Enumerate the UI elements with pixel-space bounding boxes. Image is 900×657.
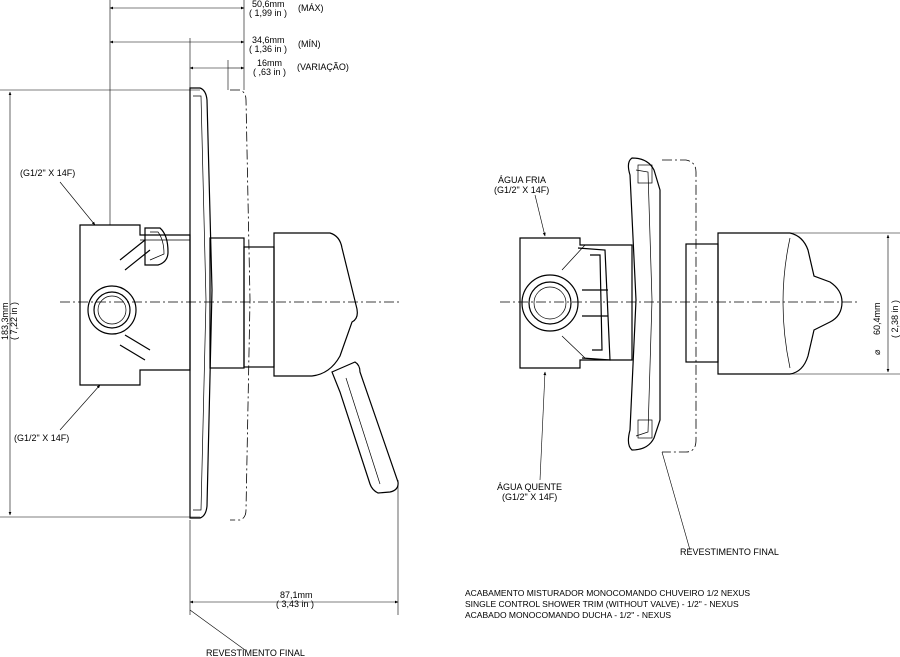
label-thread-top-left: (G1/2" X 14F) bbox=[20, 168, 75, 178]
dim-depth-in: ( 3,43 in ) bbox=[276, 599, 314, 609]
callout-labels: (G1/2" X 14F) (G1/2" X 14F) ÁGUA FRIA (G… bbox=[14, 168, 779, 657]
dim-height-in: ( 7,22 in ) bbox=[9, 302, 19, 340]
label-agua-quente-thread: (G1/2" X 14F) bbox=[502, 492, 557, 502]
title-line-2: SINGLE CONTROL SHOWER TRIM (WITHOUT VALV… bbox=[465, 599, 739, 609]
label-agua-quente: ÁGUA QUENTE bbox=[497, 482, 562, 492]
label-agua-fria-thread: (G1/2" X 14F) bbox=[494, 185, 549, 195]
dim-var-in: ( ,63 in ) bbox=[253, 67, 286, 77]
label-revestimento-right: REVESTIMENTO FINAL bbox=[680, 547, 779, 557]
title-line-3: ACABADO MONOCOMANDO DUCHA - 1/2" - NEXUS bbox=[465, 610, 671, 620]
dim-min-mm: 34,6mm bbox=[252, 35, 285, 45]
label-revestimento-left: REVESTIMENTO FINAL bbox=[206, 648, 305, 657]
dim-max-in: ( 1,99 in ) bbox=[249, 8, 287, 18]
dim-diameter-in: ( 2,38 in ) bbox=[890, 300, 900, 338]
title-block: ACABAMENTO MISTURADOR MONOCOMANDO CHUVEI… bbox=[465, 588, 750, 620]
left-side-view bbox=[0, 0, 400, 651]
dim-depth-mm: 87,1mm bbox=[280, 590, 313, 600]
dim-min-tag: (MÍN) bbox=[298, 39, 321, 49]
dim-max-tag: (MÁX) bbox=[298, 3, 324, 13]
dim-min-in: ( 1,36 in ) bbox=[249, 44, 287, 54]
dimension-labels: 50,6mm ( 1,99 in ) (MÁX) 34,6mm ( 1,36 i… bbox=[0, 0, 900, 609]
dim-var-mm: 16mm bbox=[257, 58, 282, 68]
label-agua-fria: ÁGUA FRIA bbox=[498, 175, 546, 185]
label-thread-bottom-left: (G1/2" X 14F) bbox=[14, 433, 69, 443]
dim-max-mm: 50,6mm bbox=[252, 0, 285, 9]
dim-var-tag: (VARIAÇÃO) bbox=[297, 62, 349, 72]
title-line-1: ACABAMENTO MISTURADOR MONOCOMANDO CHUVEI… bbox=[465, 588, 750, 598]
dim-diameter-mm: 60,4mm bbox=[872, 302, 882, 335]
right-front-view bbox=[500, 157, 900, 551]
dim-diameter-symbol: ⌀ bbox=[872, 349, 882, 355]
dim-height-mm: 183,3mm bbox=[0, 302, 10, 340]
